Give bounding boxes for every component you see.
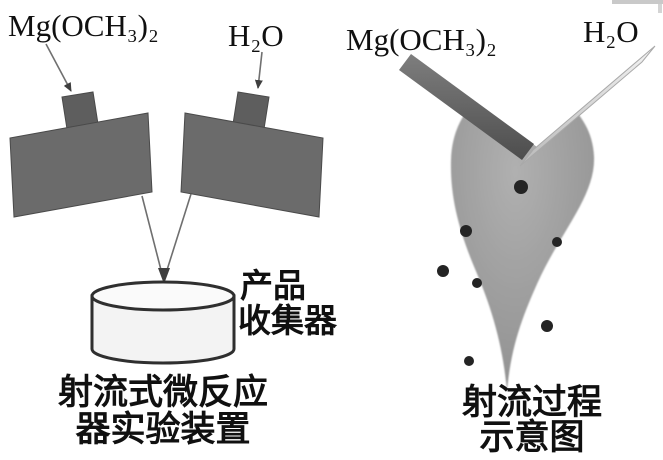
arrow-water-to-nozzle	[254, 51, 263, 89]
converging-stream-left	[141, 195, 162, 271]
left-panel-experimental-setup: Mg(OCH₃)₂ H₂O 产品 收集器 射流式微反应 器实验装置	[8, 8, 338, 449]
right-caption-line2: 示意图	[479, 418, 584, 457]
right-panel-jet-schematic: Mg(OCH₃)₂ H₂O 射流过程 示意图	[346, 14, 656, 457]
right-caption-line1: 射流过程	[462, 383, 602, 422]
droplet	[552, 237, 562, 247]
droplet	[437, 265, 449, 277]
droplet	[514, 180, 528, 194]
right-jet-block	[180, 112, 324, 218]
droplet	[472, 278, 482, 288]
label-reagent-water-left: H₂O	[228, 18, 284, 53]
scan-artifact-line-h	[612, 0, 663, 4]
jet-stream-light	[519, 45, 656, 167]
converging-stream-right	[166, 193, 192, 271]
collector-label-line1: 产品	[240, 268, 306, 305]
label-reagent-mg-right: Mg(OCH₃)₂	[346, 22, 497, 57]
scan-artifact	[612, 0, 663, 13]
collector-cylinder-top	[90, 280, 236, 312]
stream-arrowhead	[158, 268, 170, 284]
droplet	[460, 225, 472, 237]
left-jet-block	[9, 112, 153, 218]
label-reagent-water-right: H₂O	[583, 14, 639, 49]
plume-notch	[446, 80, 615, 147]
label-reagent-mg-left: Mg(OCH₃)₂	[8, 8, 159, 43]
left-caption-line2: 器实验装置	[75, 410, 250, 449]
jet-stream-dark	[399, 54, 534, 160]
droplet	[541, 320, 553, 332]
arrow-mg-to-nozzle	[45, 43, 72, 92]
left-caption-line1: 射流式微反应	[58, 372, 268, 412]
collector-cylinder-body	[90, 294, 236, 365]
collector-label-line2: 收集器	[238, 303, 338, 340]
scan-artifact-line-v	[658, 4, 662, 13]
jet-plume	[450, 86, 595, 391]
droplet	[464, 356, 474, 366]
